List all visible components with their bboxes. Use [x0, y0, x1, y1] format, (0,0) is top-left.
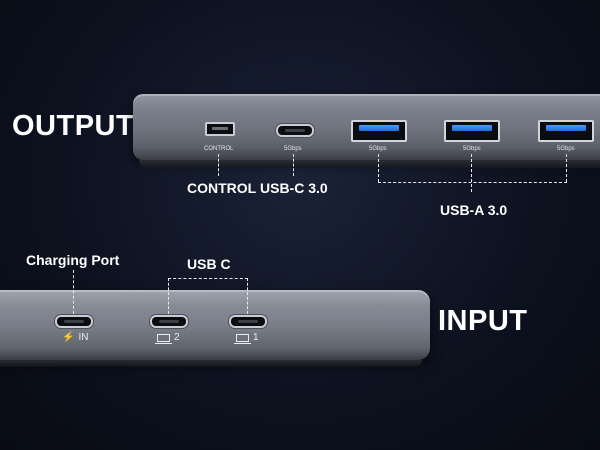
usb-c-input-port-2-number: 2 — [174, 332, 180, 343]
usb-c-input-callout-line-1 — [247, 278, 248, 314]
output-heading: OUTPUT — [12, 110, 135, 142]
control-port-tag: CONTROL — [204, 146, 234, 152]
usb-c-input-port-1 — [229, 315, 267, 328]
usb-a-port-1 — [351, 120, 407, 142]
charging-port-tag: ⚡ IN — [62, 332, 88, 343]
input-hub-base — [0, 360, 422, 367]
usb-c-input-label: USB C — [187, 256, 231, 272]
usb-a-port-3-tag: 5Gbps — [557, 146, 575, 152]
lightning-icon: ⚡ — [62, 332, 75, 343]
usb-c-callout-line — [293, 154, 294, 176]
usb-c-input-port-1-tag: 1 — [234, 332, 259, 344]
usb-a-callout-line-2 — [471, 154, 472, 192]
control-callout-line — [218, 154, 219, 176]
output-hub-base — [139, 160, 600, 168]
usb-c-input-port-2 — [150, 315, 188, 328]
usb-c-input-port-2-tag: 2 — [155, 332, 180, 344]
control-label: CONTROL — [187, 180, 257, 196]
charging-port-label: Charging Port — [26, 252, 120, 268]
usb-c-output-port — [276, 124, 314, 137]
usb-c-label: USB-C 3.0 — [260, 180, 328, 196]
charging-callout-line — [73, 270, 74, 314]
usb-a-port-2-tag: 5Gbps — [463, 146, 481, 152]
usb-c-input-port-1-number: 1 — [253, 332, 259, 343]
usb-a-port-2 — [444, 120, 500, 142]
usb-c-input-callout-line-2 — [168, 278, 169, 314]
usb-a-label: USB-A 3.0 — [440, 202, 508, 218]
control-port — [205, 122, 235, 136]
laptop-icon — [155, 333, 172, 344]
charging-port — [55, 315, 93, 328]
usb-c-input-bracket — [168, 278, 248, 279]
usb-a-callout-line-1 — [378, 154, 379, 182]
usb-c-output-tag: 5Gbps — [284, 146, 302, 152]
usb-a-port-1-tag: 5Gbps — [369, 146, 387, 152]
usb-a-callout-line-3 — [566, 154, 567, 182]
charging-port-tag-text: IN — [78, 332, 89, 343]
input-heading: INPUT — [438, 305, 528, 337]
usb-a-port-3 — [538, 120, 594, 142]
usb-a-callout-bracket — [378, 182, 567, 183]
laptop-icon — [234, 333, 251, 344]
